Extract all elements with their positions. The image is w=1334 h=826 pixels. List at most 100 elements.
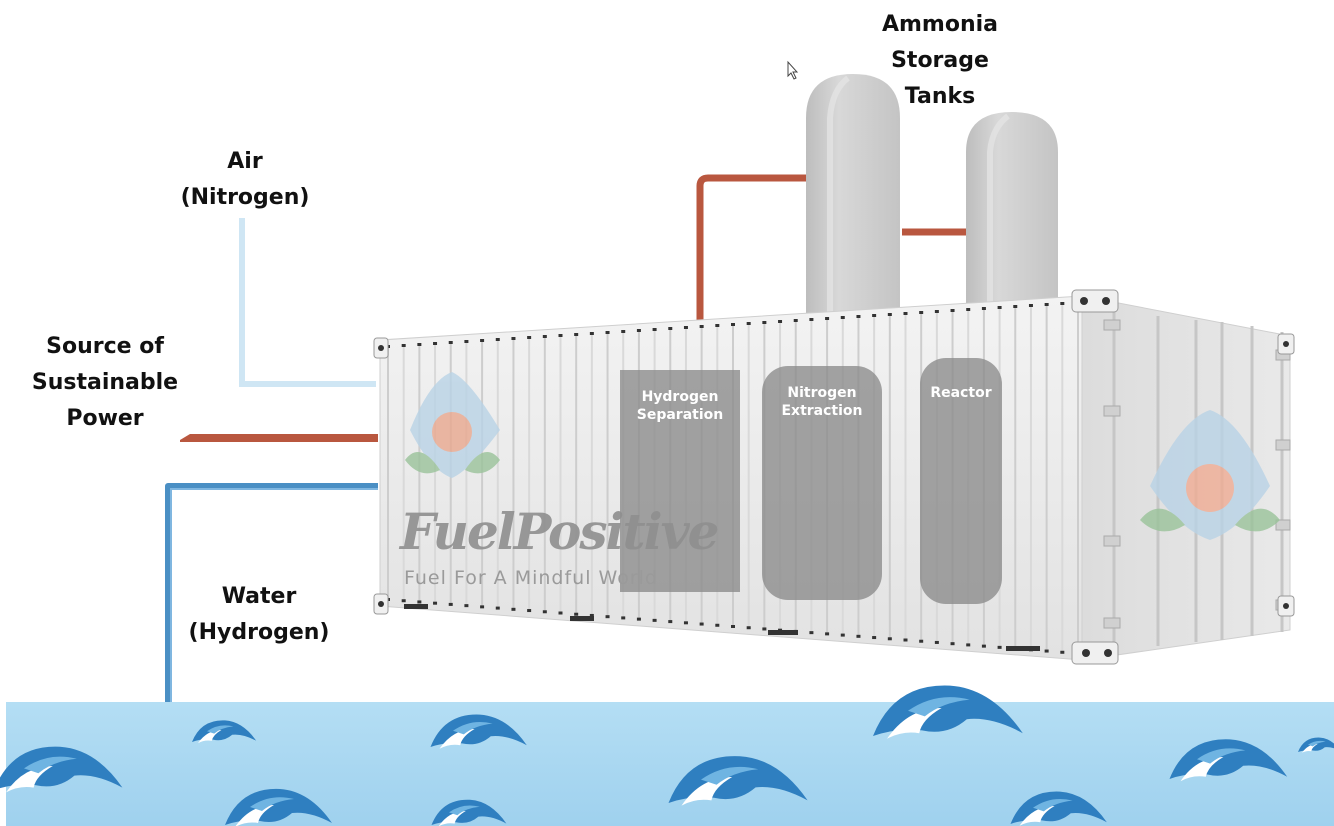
container-rib-bottom-mark xyxy=(683,621,688,625)
container-rib-top-mark xyxy=(934,310,939,313)
container-rib-bottom-mark xyxy=(480,605,485,609)
container-rib-top-mark xyxy=(1013,305,1018,308)
container-rib-top-mark xyxy=(401,344,406,347)
container-rib-bottom-mark xyxy=(589,613,594,617)
power-cable xyxy=(180,434,378,442)
power-label-line: Sustainable xyxy=(31,370,179,395)
container-rib-bottom-mark xyxy=(448,602,453,606)
container-rib-bottom-mark xyxy=(825,632,830,636)
water-pipe xyxy=(165,483,378,706)
wave xyxy=(668,756,808,806)
container-rib-top-mark xyxy=(872,314,877,317)
container-rib-top-mark xyxy=(950,309,955,312)
wave xyxy=(431,799,507,826)
tank-pipes xyxy=(696,174,968,322)
container-rib-bottom-mark xyxy=(433,601,438,605)
container-rib-top-mark xyxy=(778,320,783,323)
container-rib-bottom-mark xyxy=(715,623,720,627)
container-rib-top-mark xyxy=(997,306,1002,309)
water-label-line: Water xyxy=(221,584,297,609)
container-rib-top-mark xyxy=(840,316,845,319)
container-rib-top-mark xyxy=(981,307,986,310)
container-rib-bottom-mark xyxy=(903,638,908,642)
container-rib-bottom-mark xyxy=(464,604,469,608)
container-rib-top-mark xyxy=(668,327,673,330)
container-rib-top-mark xyxy=(636,329,641,332)
container-rib-bottom-mark xyxy=(636,617,641,621)
container-rib-top-mark xyxy=(919,311,924,314)
reactor-module xyxy=(920,358,1002,604)
container-rib-bottom-mark xyxy=(495,606,500,610)
container-rib-top-mark xyxy=(762,321,767,324)
mouse-cursor-icon xyxy=(787,60,799,80)
container-rib-bottom-mark xyxy=(574,612,579,616)
container-rib-bottom-mark xyxy=(856,634,861,638)
hydrogen-separation-label: Hydrogen Separation xyxy=(622,388,738,424)
container-rib-bottom-mark xyxy=(840,633,845,637)
container-rib-top-mark xyxy=(542,335,547,338)
container-rib-bottom-mark xyxy=(652,618,657,622)
nitrogen-extraction-module xyxy=(762,366,882,600)
container-rib-bottom-mark xyxy=(872,636,877,640)
container-rib-bottom-mark xyxy=(699,622,704,626)
wave xyxy=(1010,791,1107,826)
module-label-line: Separation xyxy=(636,407,724,423)
container-rib-bottom-mark xyxy=(542,610,547,614)
container-rib-top-mark xyxy=(825,317,830,320)
module-label-line: Extraction xyxy=(781,403,863,419)
air-label: Air (Nitrogen) xyxy=(160,144,330,216)
water-label-line: (Hydrogen) xyxy=(188,620,330,645)
container-rib-top-mark xyxy=(966,308,971,311)
container-rib-top-mark xyxy=(683,326,688,329)
air-label-line: Air xyxy=(227,149,263,174)
container-rib-top-mark xyxy=(574,333,579,336)
module-label-line: Nitrogen xyxy=(787,385,857,401)
container-rib-top-mark xyxy=(558,334,563,337)
corner-castings xyxy=(373,289,1295,665)
module-label-line: Reactor xyxy=(930,385,992,401)
module-label-line: Hydrogen xyxy=(641,389,719,405)
container-rib-top-mark xyxy=(1028,304,1033,307)
container-rib-bottom-mark xyxy=(558,611,563,615)
container-rib-bottom-mark xyxy=(997,645,1002,649)
power-label-line: Source of xyxy=(46,334,164,359)
wave xyxy=(430,714,527,749)
container-rib-bottom-mark xyxy=(887,637,892,641)
tanks-label-line: Tanks xyxy=(904,84,976,109)
container-rib-bottom-mark xyxy=(762,627,767,631)
container-rib-bottom-mark xyxy=(401,599,406,603)
container-rib-top-mark xyxy=(715,324,720,327)
container-rib-top-mark xyxy=(731,323,735,326)
water-body xyxy=(0,685,1334,826)
container-rib-bottom-mark xyxy=(966,643,971,647)
tanks-label: Ammonia Storage Tanks xyxy=(860,7,1020,115)
container-rib-top-mark xyxy=(448,341,453,344)
container-rib-top-mark xyxy=(417,343,422,346)
nitrogen-extraction-label: Nitrogen Extraction xyxy=(762,384,882,420)
container-rib-top-mark xyxy=(1044,303,1049,306)
water-label: Water (Hydrogen) xyxy=(172,579,346,651)
reactor-label: Reactor xyxy=(916,384,1006,402)
brand-name: FuelPositive xyxy=(400,502,719,561)
container-rib-top-mark xyxy=(809,318,814,321)
container-rib-top-mark xyxy=(621,330,626,333)
tanks-label-line: Ammonia xyxy=(881,12,999,37)
container-rib-top-mark xyxy=(699,325,704,328)
container-rib-top-mark xyxy=(464,340,469,343)
waves xyxy=(0,685,1334,826)
power-label-line: Power xyxy=(66,406,144,431)
container-rib-bottom-mark xyxy=(417,600,422,604)
container-rib-bottom-mark xyxy=(950,642,955,646)
forklift-slots xyxy=(404,604,1040,651)
air-pipe xyxy=(239,218,376,387)
wave xyxy=(873,685,1023,739)
container-rib-top-mark xyxy=(887,313,892,316)
wave xyxy=(1169,739,1288,782)
container-rib-top-mark xyxy=(495,338,500,341)
brand-tagline: Fuel For A Mindful World xyxy=(404,567,658,589)
container-rib-top-mark xyxy=(480,339,485,342)
container-rib-top-mark xyxy=(652,328,657,331)
container-rib-bottom-mark xyxy=(1060,650,1065,654)
container-rib-top-mark xyxy=(511,337,516,340)
